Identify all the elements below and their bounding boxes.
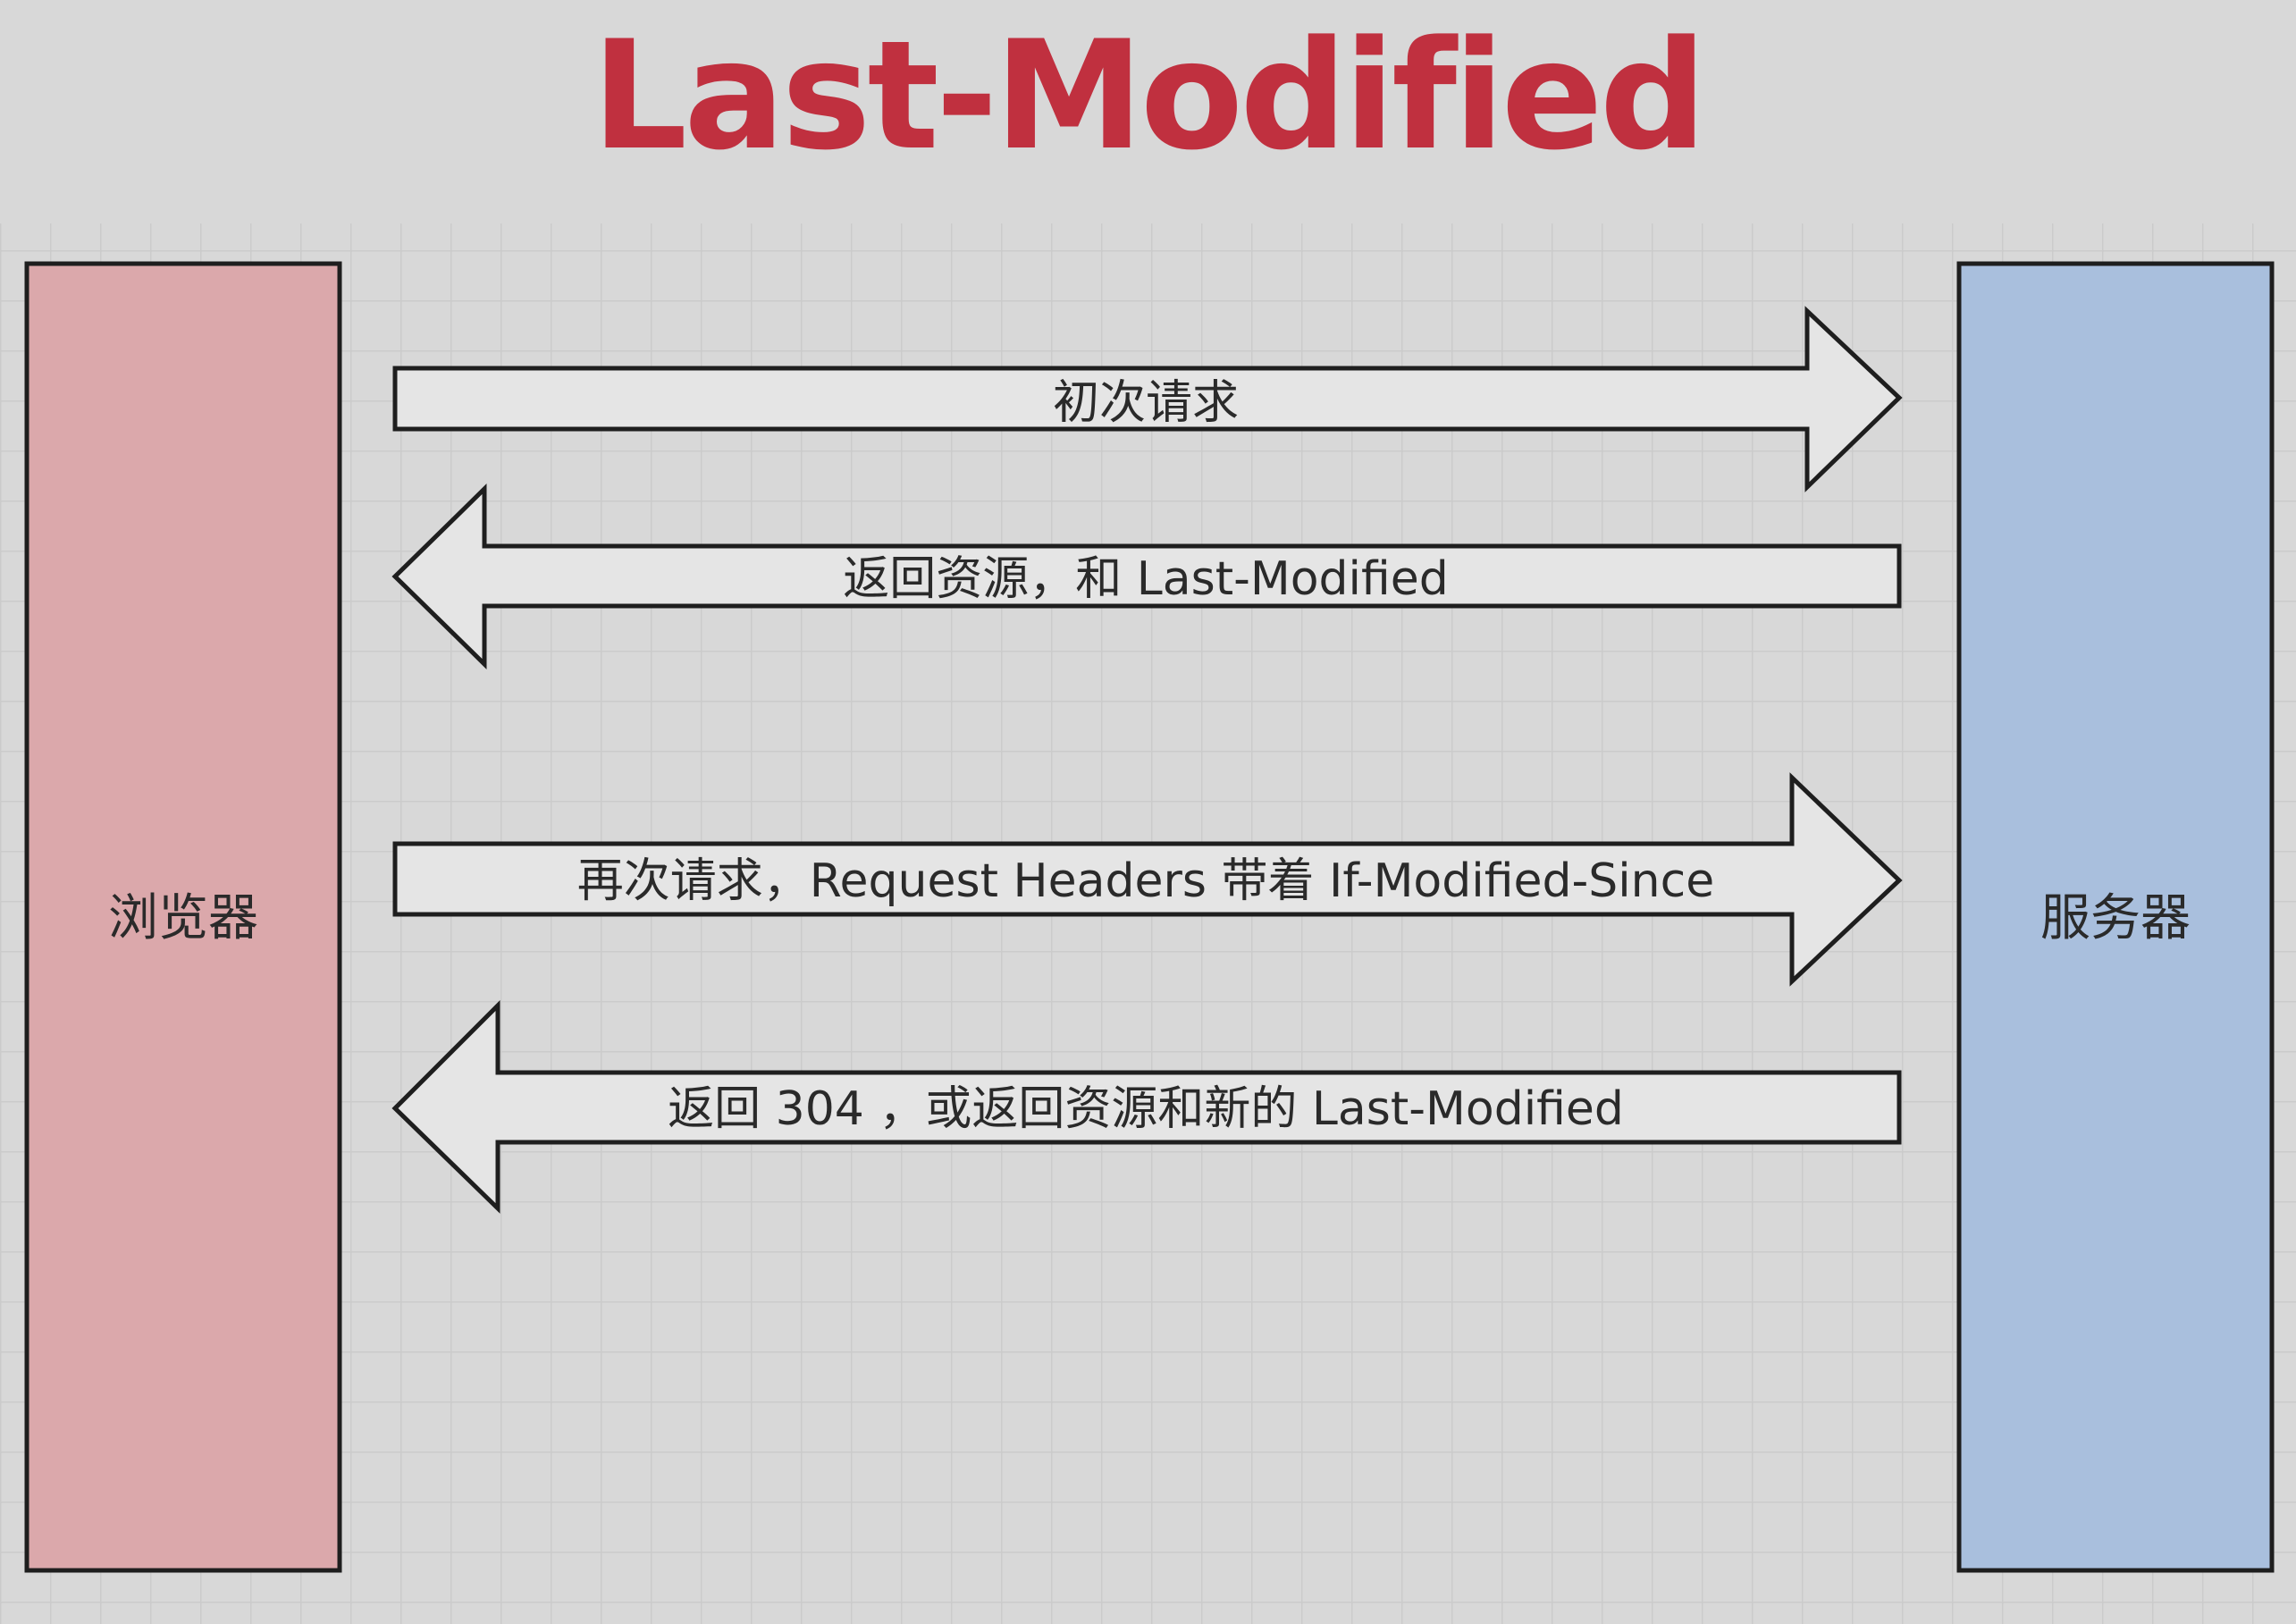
browser-box bbox=[24, 261, 342, 1573]
message-label: 返回资源，和 Last-Modified bbox=[843, 552, 1449, 606]
right-arrow-shape bbox=[392, 306, 1903, 492]
message-arrow-return-304: 返回 304 ，或返回资源和新的 Last-Modified bbox=[391, 999, 1902, 1214]
message-arrow-conditional-request: 再次请求，Request Headers 带着 If-Modified-Sinc… bbox=[392, 772, 1903, 987]
server-label: 服务器 bbox=[2040, 889, 2191, 947]
grid-background bbox=[0, 223, 2296, 1624]
right-arrow-shape bbox=[392, 772, 1903, 987]
browser-label: 浏览器 bbox=[108, 889, 258, 947]
server-box bbox=[1956, 261, 2275, 1573]
left-arrow-shape bbox=[391, 484, 1902, 669]
message-label: 返回 304 ，或返回资源和新的 Last-Modified bbox=[668, 1082, 1624, 1136]
message-label: 初次请求 bbox=[1053, 376, 1239, 430]
message-arrow-initial-request: 初次请求 bbox=[392, 306, 1903, 492]
left-arrow-shape bbox=[391, 999, 1902, 1214]
diagram-title: Last-Modified bbox=[592, 8, 1703, 183]
message-label: 再次请求，Request Headers 带着 If-Modified-Sinc… bbox=[577, 854, 1714, 908]
message-arrow-return-resource: 返回资源，和 Last-Modified bbox=[391, 484, 1902, 669]
